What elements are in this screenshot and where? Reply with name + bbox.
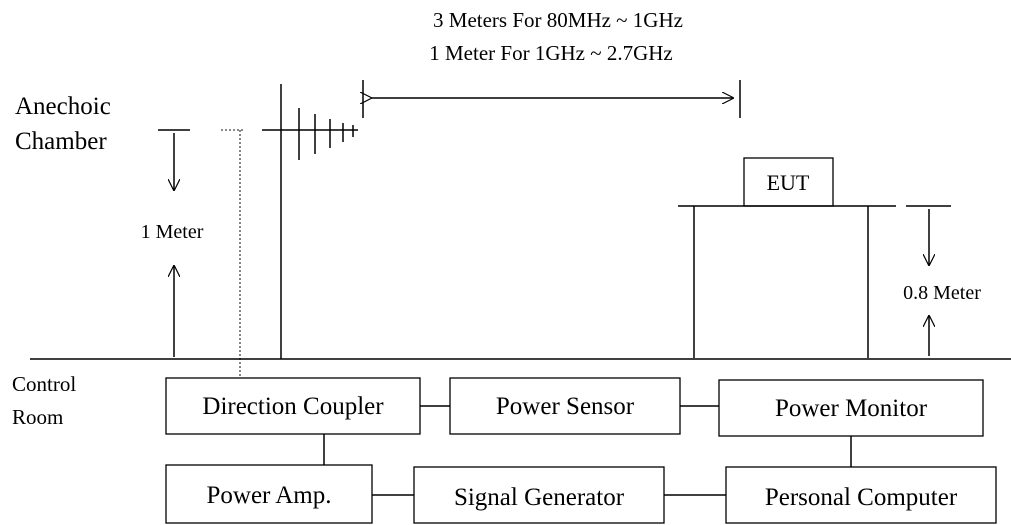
signal-generator-box: Signal Generator: [413, 466, 665, 524]
direction-coupler-label: Direction Coupler: [202, 393, 384, 420]
signal-generator-label: Signal Generator: [454, 484, 625, 511]
power-amp-box: Power Amp.: [165, 464, 373, 524]
table-height-label: 0.8 Meter: [903, 282, 981, 304]
antenna-height-label: 1 Meter: [141, 221, 204, 243]
power-sensor-label: Power Sensor: [496, 393, 635, 420]
power-monitor-label: Power Monitor: [775, 395, 928, 422]
eut-table: [678, 157, 896, 358]
table-height-dimension: [906, 205, 951, 356]
personal-computer-box: Personal Computer: [725, 466, 997, 524]
antenna: [262, 84, 358, 359]
connection-lines: [323, 405, 852, 496]
control-room-label-line1: Control: [12, 372, 76, 396]
distance-note-line1: 3 Meters For 80MHz ~ 1GHz: [433, 8, 683, 32]
anechoic-chamber-label-line2: Chamber: [15, 128, 107, 155]
anechoic-chamber-label-line1: Anechoic: [15, 93, 111, 120]
personal-computer-label: Personal Computer: [765, 484, 958, 511]
distance-arrow: [363, 80, 741, 118]
coupler-dotted-line: [221, 129, 243, 380]
distance-note-line2: 1 Meter For 1GHz ~ 2.7GHz: [429, 41, 672, 65]
direction-coupler-box: Direction Coupler: [165, 377, 421, 435]
power-sensor-box: Power Sensor: [449, 377, 681, 435]
antenna-height-dimension: [158, 129, 190, 357]
eut-label: EUT: [767, 170, 810, 195]
power-monitor-box: Power Monitor: [718, 379, 984, 437]
control-room-label-line2: Room: [12, 405, 63, 429]
eut-box: [743, 157, 834, 207]
power-amp-label: Power Amp.: [207, 482, 332, 509]
